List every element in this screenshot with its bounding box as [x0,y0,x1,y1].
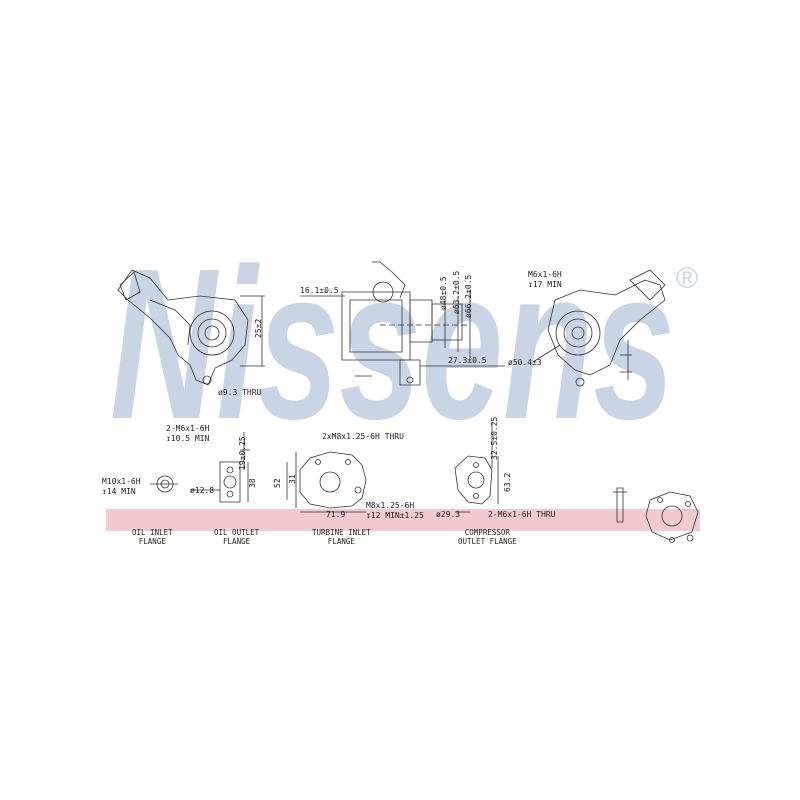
m6-thru-label: 2-M6x1-6H THRU [488,510,556,519]
d48-label: ø48±0.5 [439,276,448,310]
caption-turbine-inlet: TURBINE INLET FLANGE [312,528,371,546]
dim19-label: 19±0.25 [238,436,247,470]
d128-label: ø12.8 [190,486,215,495]
dim31-label: 31 [288,474,297,484]
caption-line: OIL INLET [132,528,173,537]
m10-label: M10x1-6H [102,477,141,486]
caption-oil-outlet: OIL OUTLET FLANGE [214,528,259,546]
turbo-front-view-right [533,270,665,386]
caption-line: OUTLET FLANGE [458,537,517,546]
m6-17-depth-label: ↧17 MIN [528,280,562,289]
dim719-label: 71.9 [326,510,346,519]
oil-outlet-flange-view [190,432,250,502]
m8-12-depth-label: ↧12 MIN±1.25 [366,511,424,520]
dim632-label: 63.2 [503,472,512,492]
pink-caption-band [106,509,700,531]
turbo-front-view-left [118,270,265,385]
caption-line: TURBINE INLET [312,528,371,537]
d50-label: ø50.4±3 [508,358,542,367]
height-label: 25±2 [254,318,263,338]
m6-105-label: 2-M6x1-6H [166,424,210,433]
dim38-label: 38 [248,478,257,488]
m8-thru-label: 2xM8x1.25-6H THRU [322,432,404,441]
d293-label: ø29.3 [436,510,461,519]
caption-line: COMPRESSOR [464,528,510,537]
m6-105-depth-label: ↧10.5 MIN [166,434,210,443]
dim325-label: 32.5±0.25 [490,416,499,460]
gasket-and-bolt [613,488,698,543]
caption-line: FLANGE [223,537,251,546]
compressor-outlet-flange-view [455,422,498,512]
caption-line: FLANGE [138,537,166,546]
turbine-inlet-flange-view [287,452,366,512]
m6-17-label: M6x1-6H [528,270,562,279]
width-label: 16.1±0.5 [300,286,339,295]
caption-line: OIL OUTLET [214,528,260,537]
caption-oil-inlet: OIL INLET FLANGE [132,528,173,546]
registered-mark: ® [676,262,698,295]
dim52-label: 52 [273,478,282,488]
d66-label: ø66.2±0.5 [464,274,473,318]
turbo-side-view-middle [300,262,505,385]
m8-12-label: M8x1.25-6H [366,501,415,510]
len27-label: 27.3±0.5 [448,356,487,365]
caption-compressor-outlet: COMPRESSOR OUTLET FLANGE [458,528,517,546]
caption-line: FLANGE [327,537,355,546]
mount-hole-label: ø9.3 THRU [218,388,262,397]
m10-depth-label: ↧14 MIN [102,487,136,496]
oil-inlet-flange-view [150,476,178,492]
d63-label: ø63.2±0.5 [452,270,461,314]
